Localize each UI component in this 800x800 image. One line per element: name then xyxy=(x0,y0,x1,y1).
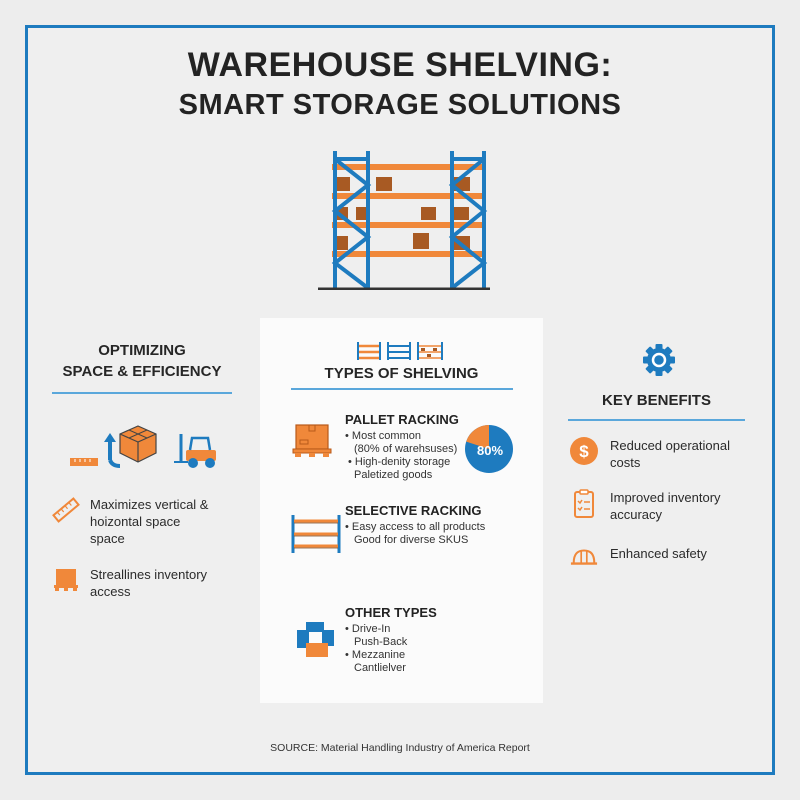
types-title: TYPES OF SHELVING xyxy=(324,365,479,382)
optimizing-section: OPTIMIZING SPACE & EFFICIENCY xyxy=(52,340,232,394)
title-line-1: WAREHOUSE SHELVING: xyxy=(187,46,613,84)
benefit-safety: Enhanced safety xyxy=(570,545,707,569)
forklift-icon xyxy=(174,434,216,468)
box-up-arrow-icon xyxy=(104,425,157,468)
svg-text:$: $ xyxy=(579,442,589,461)
hard-hat-icon xyxy=(570,549,598,565)
pallet-box-icon xyxy=(54,569,78,591)
key-benefits-section: KEY BENEFITS xyxy=(568,390,745,421)
type-selective-racking: SELECTIVE RACKING • Easy access to all p… xyxy=(345,503,486,546)
gear-icon xyxy=(643,344,675,376)
section-divider xyxy=(568,419,745,421)
pallet-box-icon xyxy=(292,424,332,457)
type-other: OTHER TYPES • Drive-In Push-Back • Mezza… xyxy=(345,605,437,674)
page-title: WAREHOUSE SHELVING: SMART STORAGE SOLUTI… xyxy=(0,44,800,124)
rack-types-icons xyxy=(357,342,443,360)
optimizing-icons xyxy=(70,425,216,468)
svg-text:80%: 80% xyxy=(477,443,503,458)
clipboard-icon xyxy=(574,489,594,518)
rack-icon xyxy=(291,515,341,553)
source-citation: SOURCE: Material Handling Industry of Am… xyxy=(270,742,530,754)
benefit-reduced-costs: $ Reduced operational costs xyxy=(570,437,730,471)
ruler-icon xyxy=(70,458,98,466)
benefit-inventory-accuracy: Improved inventory accuracy xyxy=(570,489,721,523)
optimizing-title: OPTIMIZING SPACE & EFFICIENCY xyxy=(62,342,222,380)
ruler-icon xyxy=(52,497,80,523)
modules-icon xyxy=(297,622,334,657)
dollar-icon: $ xyxy=(570,437,598,465)
warehouse-rack-illustration xyxy=(318,151,490,290)
section-divider xyxy=(291,388,513,390)
key-benefits-title: KEY BENEFITS xyxy=(602,392,711,409)
feature-maximize-space: Maximizes vertical & hoizontal space spa… xyxy=(52,496,242,547)
type-pallet-racking: PALLET RACKING • Most common (80% of war… xyxy=(345,412,459,481)
title-line-2: SMART STORAGE SOLUTIONS xyxy=(178,89,622,121)
pie-chart-80-percent: 80% xyxy=(465,425,513,473)
section-divider xyxy=(52,392,232,394)
feature-streamline-access: Streallines inventory access xyxy=(52,566,242,600)
